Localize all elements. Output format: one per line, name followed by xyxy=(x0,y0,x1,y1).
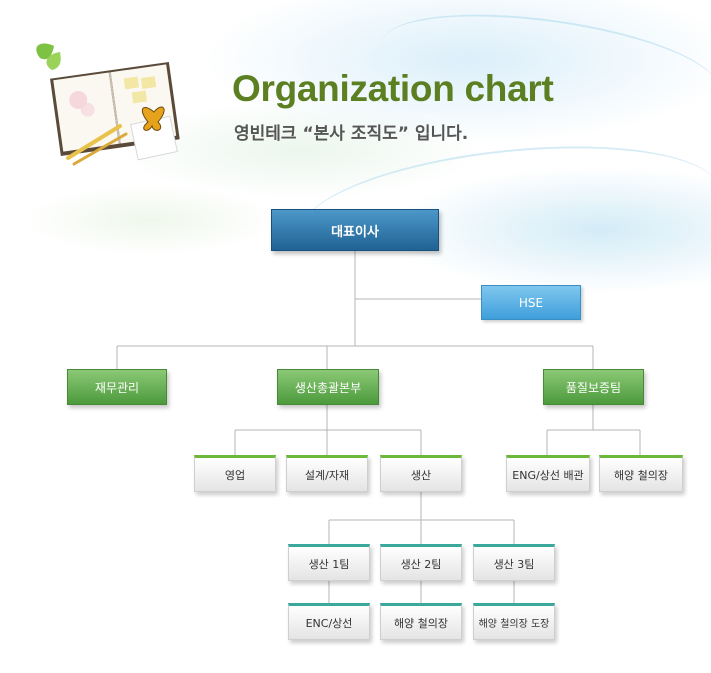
hse-box: HSE xyxy=(481,285,581,320)
page-subtitle: 영빈테크 “본사 조직도” 입니다. xyxy=(234,124,469,144)
team-unit-offshore-steel-box: 해양 철의장 xyxy=(380,603,462,640)
department-sales-box: 영업 xyxy=(194,455,276,492)
division-finance-box: 재무관리 xyxy=(67,369,167,405)
team-production-1-box: 생산 1팀 xyxy=(288,544,370,581)
team-unit-offshore-steel-painting-box: 해양 철의장 도장 xyxy=(473,603,555,640)
division-production-hq-box: 생산총괄본부 xyxy=(277,369,379,405)
page-title: Organization chart xyxy=(232,68,554,109)
team-production-3-box: 생산 3팀 xyxy=(473,544,555,581)
ceo-box: 대표이사 xyxy=(271,209,439,251)
team-unit-enc-merchant-box: ENC/상선 xyxy=(288,603,370,640)
team-production-2-box: 생산 2팀 xyxy=(380,544,462,581)
notebook-illustration-icon xyxy=(36,43,180,166)
quality-unit-eng-piping-box: ENG/상선 배관 xyxy=(506,455,590,492)
department-production-box: 생산 xyxy=(380,455,462,492)
division-quality-box: 품질보증팀 xyxy=(543,369,644,405)
department-design-materials-box: 설계/자재 xyxy=(286,455,368,492)
quality-unit-offshore-steel-box: 해양 철의장 xyxy=(599,455,683,492)
